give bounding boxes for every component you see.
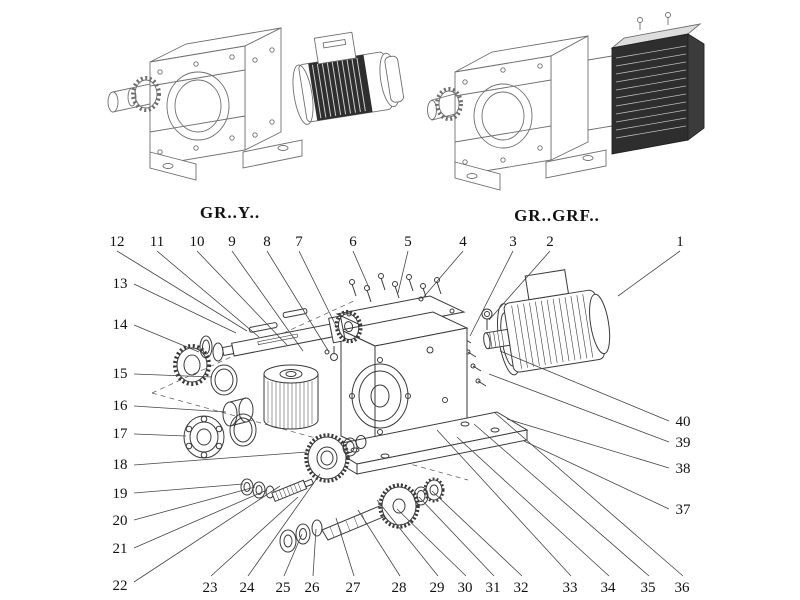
- callouts-right: 40 39 38 37: [676, 414, 692, 518]
- callout-21: 21: [113, 541, 128, 557]
- callout-40: 40: [676, 414, 691, 430]
- callout-7: 7: [295, 234, 303, 250]
- part-housing: [324, 311, 529, 475]
- callout-10: 10: [190, 234, 205, 250]
- part-top-bolts: [349, 273, 442, 303]
- callout-8: 8: [263, 234, 271, 250]
- part-output-shaft: [279, 477, 445, 553]
- callout-39: 39: [676, 435, 691, 451]
- callout-33: 33: [563, 580, 578, 596]
- exploded-view: [151, 269, 611, 553]
- model-label-gr-grf: GR..GRF..: [514, 206, 600, 225]
- part-large-gear: [263, 364, 319, 430]
- part-pinion-shaft: [271, 478, 315, 503]
- leader-lines: [116, 250, 684, 583]
- part-bearing-ring: [229, 413, 257, 447]
- callout-18: 18: [113, 457, 128, 473]
- callout-19: 19: [113, 486, 128, 502]
- callout-25: 25: [276, 580, 291, 596]
- part-bearing: [183, 415, 225, 459]
- callout-37: 37: [676, 502, 692, 518]
- callout-4: 4: [459, 234, 467, 250]
- part-spacer-sleeve: [222, 397, 254, 427]
- callout-15: 15: [113, 366, 128, 382]
- callout-28: 28: [392, 580, 407, 596]
- callout-14: 14: [113, 317, 129, 333]
- callout-38: 38: [676, 461, 691, 477]
- callout-22: 22: [113, 578, 128, 594]
- part-motor: [483, 269, 611, 376]
- callouts-left: 13 14 15 16 17 18 19 20 21 22: [113, 276, 129, 594]
- callout-1: 1: [676, 234, 684, 250]
- callout-13: 13: [113, 276, 128, 292]
- callout-5: 5: [404, 234, 412, 250]
- callout-29: 29: [430, 580, 445, 596]
- callout-27: 27: [346, 580, 362, 596]
- callout-12: 12: [110, 234, 125, 250]
- callout-11: 11: [150, 234, 164, 250]
- callout-3: 3: [509, 234, 517, 250]
- callout-36: 36: [675, 580, 691, 596]
- assembled-view-gr-grf: [427, 12, 705, 191]
- callouts-top: 12 11 10 9 8 7 6 5 4 3 2 1: [110, 234, 684, 250]
- part-washers: [240, 478, 275, 499]
- callout-2: 2: [546, 234, 554, 250]
- callout-31: 31: [486, 580, 501, 596]
- callout-24: 24: [240, 580, 256, 596]
- callout-32: 32: [514, 580, 529, 596]
- callouts-bottom: 23 24 25 26 27 28 29 30 31 32 33 34 35 3…: [203, 580, 691, 596]
- callout-20: 20: [113, 513, 128, 529]
- callout-35: 35: [641, 580, 656, 596]
- part-seal-ring: [210, 364, 238, 396]
- callout-30: 30: [458, 580, 473, 596]
- part-toothed-ring: [173, 344, 211, 386]
- callout-17: 17: [113, 426, 129, 442]
- callout-23: 23: [203, 580, 218, 596]
- assembled-view-gr-y: [107, 27, 404, 181]
- callout-34: 34: [601, 580, 617, 596]
- callout-9: 9: [228, 234, 236, 250]
- model-label-gr-y: GR..Y..: [200, 203, 260, 222]
- callout-26: 26: [305, 580, 321, 596]
- part-intermediate-gear: [304, 433, 367, 483]
- callout-16: 16: [113, 398, 129, 414]
- callout-6: 6: [349, 234, 357, 250]
